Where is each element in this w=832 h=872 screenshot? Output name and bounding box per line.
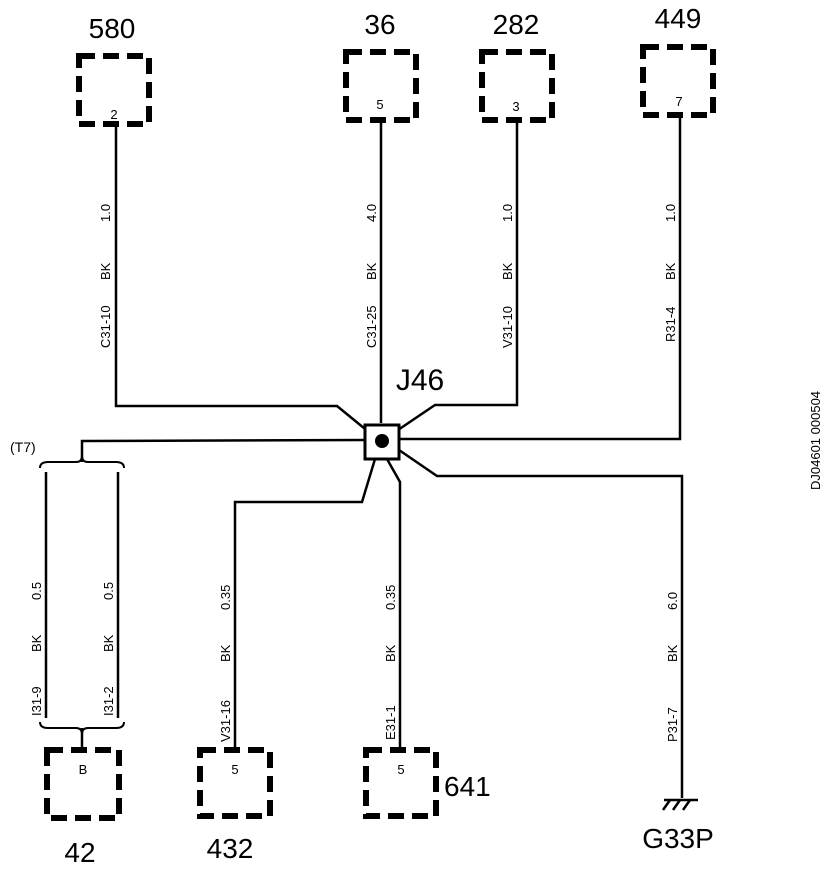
wire-42b-color: BK [101,634,116,652]
connector-580-pin: 2 [110,107,117,122]
wire-label-580: C31-10 BK 1.0 [98,204,113,348]
ground-g33p: G33P [642,798,714,854]
twist-bracket-bottom [39,721,125,735]
wire-641-size: 0.35 [383,585,398,610]
connector-42-number: 42 [64,837,95,868]
wire-282 [394,120,519,434]
wire-641-color: BK [383,644,398,662]
wire-label-36: C31-25 BK 4.0 [364,204,379,348]
wire-ground [398,448,684,798]
wire-ground-size: 6.0 [665,592,680,610]
wires-upper [114,115,682,441]
wire-ground-circuit: P31-7 [665,707,680,742]
wire-641 [385,458,402,750]
wire-42a-size: 0.5 [29,582,44,600]
wire-432-size: 0.35 [218,585,233,610]
wire-580-size: 1.0 [98,204,113,222]
wire-36-circuit: C31-25 [364,305,379,348]
wire-282-circuit: V31-10 [500,306,515,348]
wire-label-42a: I31-9 BK 0.5 [29,582,44,716]
wire-36-size: 4.0 [364,204,379,222]
connector-449: 449 7 [640,3,716,118]
connector-641-pin: 5 [397,762,404,777]
connector-641: 5 641 [363,747,491,819]
connector-580-box [76,53,152,127]
connector-449-number: 449 [655,3,702,34]
wire-641-circuit: E31-1 [383,705,398,740]
wire-42a-color: BK [29,634,44,652]
wire-432-circuit: V31-16 [218,700,233,742]
connector-432-box [197,747,273,819]
connector-580: 580 2 [76,13,152,127]
wire-42a-circuit: I31-9 [29,686,44,716]
twist-label: (T7) [10,439,36,455]
wire-label-432: V31-16 BK 0.35 [218,585,233,742]
wire-label-449: R31-4 BK 1.0 [663,204,678,342]
connector-42-box [44,747,122,821]
splice-j46-box [363,423,401,461]
wire-282-size: 1.0 [500,204,515,222]
reference-code-text: DJ04601 000504 [808,391,823,490]
wire-282-color: BK [500,262,515,280]
connector-432-number: 432 [207,833,254,864]
connector-42: B 42 [44,747,122,868]
wires-lower [233,448,684,798]
wire-580 [114,124,371,434]
splice-j46-dot [375,434,389,448]
connector-282-number: 282 [493,9,540,40]
connector-282: 282 3 [479,9,555,123]
connector-641-number: 641 [444,771,491,802]
connector-432-pin: 5 [231,762,238,777]
wire-label-42b: I31-2 BK 0.5 [101,582,116,716]
connector-42-pin: B [79,762,88,777]
splice-j46-label: J46 [396,364,444,397]
wire-449-color: BK [663,262,678,280]
connector-282-pin: 3 [512,99,519,114]
wire-432-color: BK [218,644,233,662]
wire-label-282: V31-10 BK 1.0 [500,204,515,348]
ground-label: G33P [642,823,714,854]
wire-label-ground: P31-7 BK 6.0 [665,592,680,742]
wire-449-size: 1.0 [663,204,678,222]
wires-left [44,438,366,750]
wire-580-color: BK [98,262,113,280]
wire-449 [400,115,682,441]
connector-641-box [363,747,439,819]
splice-j46: J46 [363,364,444,461]
connector-36-pin: 5 [376,97,383,112]
wire-t7-trunk [80,438,366,462]
connector-36-number: 36 [364,9,395,40]
connector-449-box [640,44,716,118]
connector-36: 36 5 [343,9,419,123]
connector-432: 5 432 [197,747,273,864]
wire-42b-circuit: I31-2 [101,686,116,716]
connector-580-number: 580 [89,13,136,44]
ground-icon [661,798,698,811]
wire-580-circuit: C31-10 [98,305,113,348]
twist-bracket-top [39,455,125,469]
wire-36-color: BK [364,262,379,280]
wire-432 [233,458,377,750]
wire-label-641: E31-1 BK 0.35 [383,585,398,740]
connector-449-pin: 7 [675,94,682,109]
wire-42b-size: 0.5 [101,582,116,600]
reference-code: DJ04601 000504 [808,391,823,490]
wire-ground-color: BK [665,644,680,662]
wire-449-circuit: R31-4 [663,307,678,342]
